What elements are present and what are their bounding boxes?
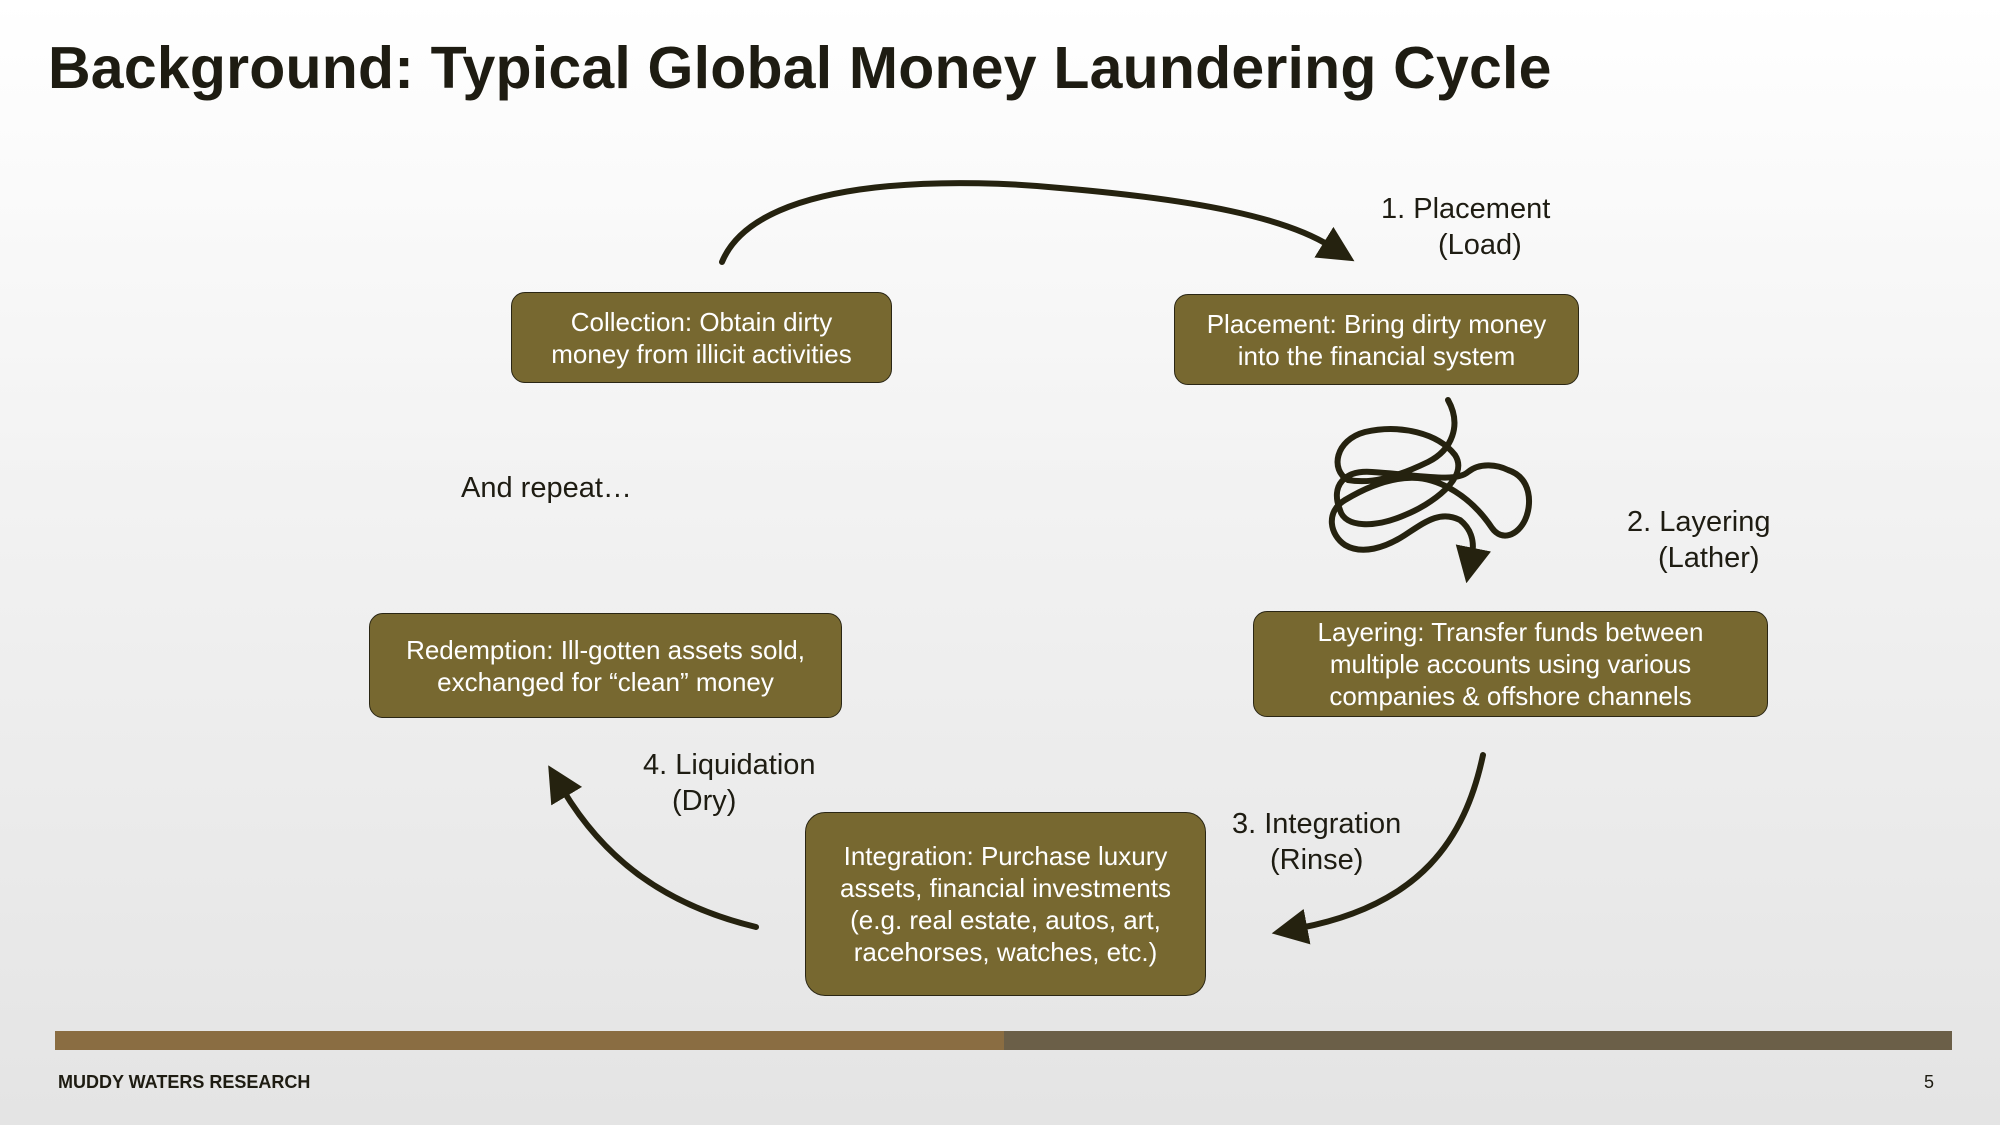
- repeat-label: And repeat…: [461, 472, 632, 504]
- collection-box: Collection: Obtain dirty money from illi…: [511, 292, 892, 383]
- slide-title: Background: Typical Global Money Launder…: [48, 35, 1552, 101]
- arrow-layering-to-integration: [1271, 752, 1486, 945]
- layering-line-2: multiple accounts using various: [1329, 649, 1692, 679]
- footer-bar-left: [55, 1031, 1004, 1050]
- redemption-line-2: exchanged for “clean” money: [437, 666, 774, 697]
- layering-box: Layering: Transfer funds between multipl…: [1253, 611, 1768, 717]
- placement-line-1: Placement: Bring dirty money: [1206, 308, 1547, 339]
- integration-box: Integration: Purchase luxury assets, fin…: [805, 812, 1206, 996]
- integration-line-1: Integration: Purchase luxury: [843, 841, 1168, 871]
- collection-line-1: Collection: Obtain dirty: [570, 306, 833, 337]
- collection-line-2: money from illicit activities: [551, 338, 852, 369]
- placement-line-2: into the financial system: [1237, 340, 1516, 371]
- redemption-line-1: Redemption: Ill-gotten assets sold,: [406, 634, 805, 665]
- placement-box: Placement: Bring dirty money into the fi…: [1174, 294, 1579, 385]
- step-layering-label: 2. Layering (Lather): [1627, 504, 1771, 576]
- footer-brand: MUDDY WATERS RESEARCH: [58, 1072, 311, 1092]
- step-placement-subtitle: (Load): [1438, 229, 1522, 261]
- integration-line-2: assets, financial investments: [840, 873, 1171, 903]
- step-layering-subtitle: (Lather): [1658, 542, 1760, 574]
- step-integration-subtitle: (Rinse): [1270, 844, 1364, 876]
- redemption-box: Redemption: Ill-gotten assets sold, exch…: [369, 613, 842, 718]
- step-layering-title: 2. Layering: [1627, 506, 1771, 538]
- integration-line-3: (e.g. real estate, autos, art,: [850, 905, 1161, 935]
- integration-line-4: racehorses, watches, etc.): [853, 937, 1158, 967]
- step-liquidation-label: 4. Liquidation (Dry): [643, 747, 816, 819]
- step-integration-label: 3. Integration (Rinse): [1232, 806, 1401, 878]
- page-number: 5: [1923, 1072, 1934, 1092]
- layering-line-3: companies & offshore channels: [1329, 681, 1692, 711]
- step-placement-label: 1. Placement (Load): [1381, 191, 1550, 263]
- arrow-integration-to-redemption: [548, 765, 759, 930]
- layering-line-1: Layering: Transfer funds between: [1317, 617, 1704, 647]
- arrow-collection-to-placement: [719, 180, 1355, 265]
- arrow-placement-to-layering-tangled: [1328, 397, 1533, 584]
- step-placement-title: 1. Placement: [1381, 193, 1551, 225]
- footer-bar-right: [1004, 1031, 1952, 1050]
- step-integration-title: 3. Integration: [1232, 808, 1402, 840]
- step-liquidation-title: 4. Liquidation: [643, 749, 816, 781]
- step-liquidation-subtitle: (Dry): [672, 785, 737, 817]
